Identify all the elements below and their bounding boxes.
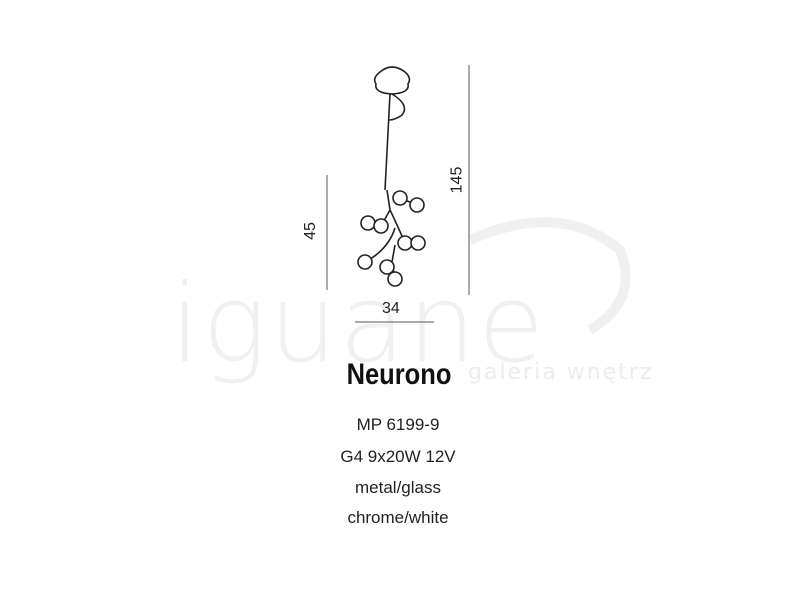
- product-name: Neurono: [346, 358, 452, 391]
- product-finish: chrome/white: [347, 508, 449, 527]
- product-material: metal/glass: [355, 478, 441, 497]
- watermark-logo: iguane: [170, 262, 547, 387]
- lizard-watermark-icon: [467, 217, 631, 335]
- product-code: MP 6199-9: [356, 415, 440, 434]
- product-bulb: G4 9x20W 12V: [340, 447, 456, 466]
- dimension-fixture-height: 45: [301, 222, 319, 240]
- globes: [357, 190, 426, 287]
- cable: [384, 93, 406, 191]
- dimension-width: 34: [382, 300, 400, 317]
- dimension-total-height: 145: [448, 166, 466, 194]
- canopy-icon: [373, 66, 411, 95]
- watermark-tagline: galeria wnętrz: [468, 360, 654, 385]
